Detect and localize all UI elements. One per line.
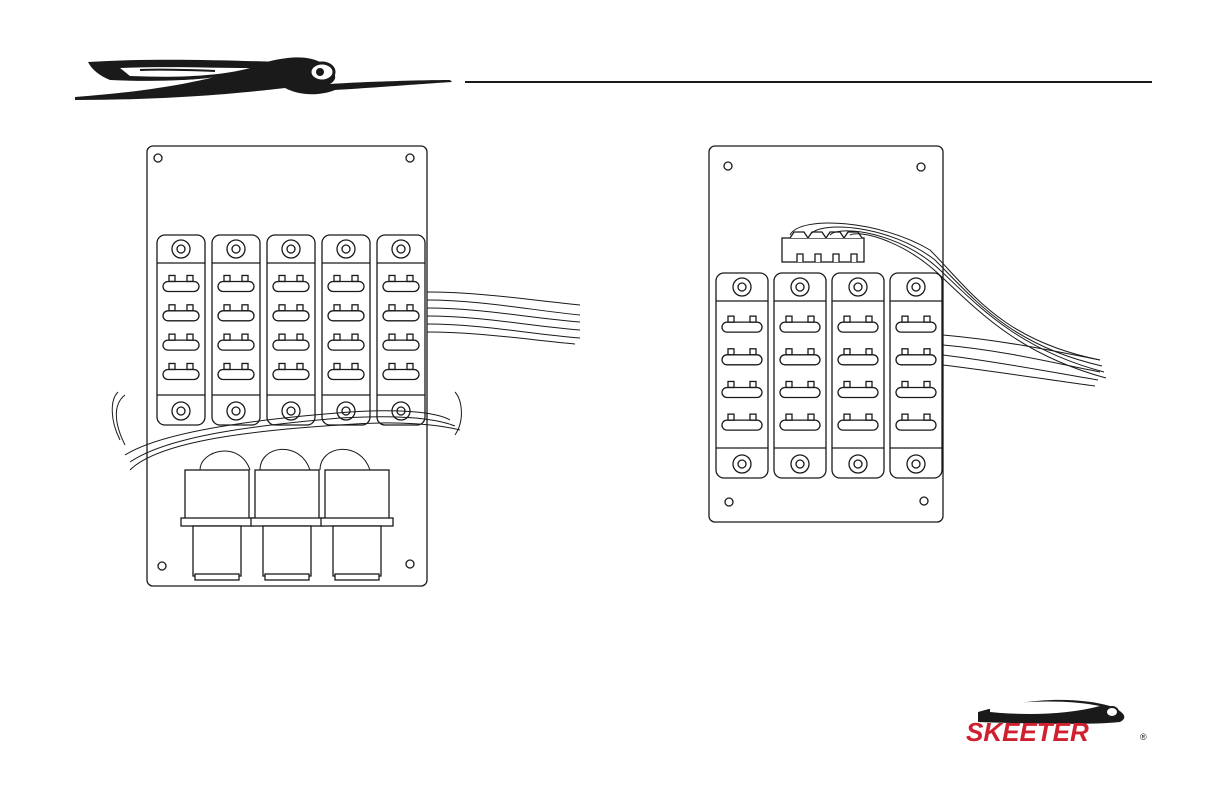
fuse-slot [273, 340, 309, 350]
fuse-slot [780, 387, 820, 397]
fuse-panel-left [112, 146, 580, 586]
fuse-block [322, 235, 370, 425]
fuse-slot [780, 322, 820, 332]
fuse-slot [722, 322, 762, 332]
fuse-slot [896, 420, 936, 430]
fuse-slot [838, 322, 878, 332]
fuse-slot [328, 311, 364, 321]
fuse-slot [383, 369, 419, 379]
fuse-block [890, 273, 942, 478]
fuse-block [377, 235, 425, 425]
registered-mark: ® [1140, 732, 1147, 742]
fuse-panel-right [709, 146, 1106, 522]
fuse-slot [163, 369, 199, 379]
brand-wordmark: SKEETER [966, 717, 1089, 747]
fuse-slot [218, 340, 254, 350]
fuse-slot [273, 369, 309, 379]
fuse-slot [896, 355, 936, 365]
fuse-block [832, 273, 884, 478]
fuse-slot [722, 355, 762, 365]
fuse-slot [780, 355, 820, 365]
fuse-slot [722, 387, 762, 397]
fuse-slot [218, 369, 254, 379]
mosquito-logo-icon [75, 57, 452, 100]
fuse-slot [273, 281, 309, 291]
fuse-slot [896, 322, 936, 332]
fuse-slot [722, 420, 762, 430]
fuse-slot [383, 340, 419, 350]
fuse-slot [328, 369, 364, 379]
fuse-slot [163, 340, 199, 350]
fuse-slot [328, 340, 364, 350]
fuse-slot [896, 387, 936, 397]
fuse-slot [218, 281, 254, 291]
fuse-block [774, 273, 826, 478]
skeeter-logo: SKEETER ® [966, 700, 1147, 747]
fuse-slot [383, 311, 419, 321]
fuse-slot [328, 281, 364, 291]
fuse-slot [780, 420, 820, 430]
fuse-block [157, 235, 205, 425]
fuse-slot [163, 281, 199, 291]
fuse-block [716, 273, 768, 478]
fuse-block [212, 235, 260, 425]
fuse-slot [838, 355, 878, 365]
fuse-slot [838, 387, 878, 397]
fuse-slot [218, 311, 254, 321]
fuse-slot [383, 281, 419, 291]
connector-block [782, 232, 864, 262]
fuse-slot [163, 311, 199, 321]
fuse-block [267, 235, 315, 425]
fuse-slot [273, 311, 309, 321]
fuse-slot [838, 420, 878, 430]
